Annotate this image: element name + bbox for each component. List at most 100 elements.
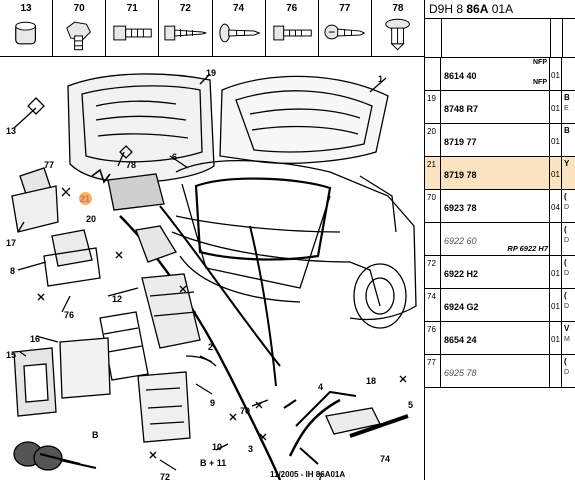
callout-17[interactable]: 17 <box>6 238 17 248</box>
fastener-number: 72 <box>179 3 191 14</box>
part-reference: 8614 40 <box>444 71 477 81</box>
callout-74[interactable]: 74 <box>380 454 391 464</box>
description-subtext: D <box>564 270 570 277</box>
callout-77[interactable]: 77 <box>44 160 55 170</box>
description-cell: ( D <box>562 256 575 288</box>
parts-row[interactable]: 20 8719 77 01 B <box>425 124 575 157</box>
description-subtext: D <box>564 204 570 211</box>
fastener-cell[interactable]: 72 <box>159 0 213 56</box>
callout-76[interactable]: 76 <box>64 310 75 320</box>
parts-row[interactable]: 70 6923 78 04 ( D <box>425 190 575 223</box>
fastener-number: 70 <box>73 3 85 14</box>
parts-row[interactable]: NFP 8614 40 NFP 01 <box>425 58 575 91</box>
reference-cell: 8748 R7 <box>441 91 550 123</box>
description-text: B <box>564 126 570 135</box>
position-cell: 21 <box>425 157 441 189</box>
parts-row-selected[interactable]: 21 8719 78 01 Y <box>425 157 575 190</box>
callout-16[interactable]: 16 <box>30 334 41 344</box>
parts-row[interactable]: 72 6922 H2 01 ( D <box>425 256 575 289</box>
callout-3[interactable]: 3 <box>248 444 254 454</box>
quantity-cell: 01 <box>550 91 562 123</box>
description-subtext: M <box>564 336 570 343</box>
quantity-cell: 01 <box>550 157 562 189</box>
callout-b-11[interactable]: B + 11 <box>200 458 227 468</box>
description-cell: B <box>562 124 575 156</box>
fastener-cell[interactable]: 76 <box>266 0 319 56</box>
callout-12[interactable]: 12 <box>112 294 123 304</box>
header-suffix: 01A <box>491 2 514 16</box>
callout-18[interactable]: 18 <box>366 376 377 386</box>
fastener-strip: 13 70 71 72 <box>0 0 424 57</box>
parts-row[interactable]: 19 8748 R7 01 B E <box>425 91 575 124</box>
callout-13[interactable]: 13 <box>6 126 17 136</box>
callout-b[interactable]: B <box>92 430 99 440</box>
parts-list-panel: D9H 8 86A 01A NFP 8614 40 NFP 01 19 8748… <box>424 0 575 480</box>
callout-5[interactable]: 5 <box>408 400 414 410</box>
callout-20[interactable]: 20 <box>86 214 97 224</box>
description-cell: B E <box>562 91 575 123</box>
callout-10[interactable]: 10 <box>212 442 223 452</box>
callout-4[interactable]: 4 <box>318 382 324 392</box>
panel-spacer <box>425 19 575 58</box>
fastener-cell[interactable]: 13 <box>0 0 54 56</box>
fastener-number: 77 <box>339 3 351 14</box>
highlight-marker <box>79 192 92 205</box>
part-reference: 6924 G2 <box>444 302 479 312</box>
callout-8[interactable]: 8 <box>10 266 16 276</box>
parts-row[interactable]: 76 8654 24 01 V M <box>425 322 575 355</box>
callout-78[interactable]: 78 <box>126 160 137 170</box>
callout-6[interactable]: 6 <box>172 152 178 162</box>
callout-1[interactable]: 1 <box>378 74 384 84</box>
position-cell: 72 <box>425 256 441 288</box>
fastener-number: 76 <box>286 3 298 14</box>
parts-row[interactable]: 6922 60 RP 6922 H7 ( D <box>425 223 575 256</box>
reference-cell: 6924 G2 <box>441 289 550 321</box>
parts-row[interactable]: 74 6924 G2 01 ( D <box>425 289 575 322</box>
screw-icon <box>324 24 366 40</box>
quantity-cell <box>550 223 562 255</box>
screw-icon <box>164 25 207 41</box>
position-cell <box>425 58 441 90</box>
callout-21[interactable]: 21 <box>80 194 91 204</box>
exploded-diagram: 1 19 13 78 6 77 21 20 17 8 12 76 16 15 2… <box>0 56 424 482</box>
description-text: V <box>564 324 570 333</box>
quantity-cell: 01 <box>550 124 562 156</box>
position-cell <box>425 223 441 255</box>
fastener-cell[interactable]: 78 <box>372 0 424 56</box>
quantity-cell: 04 <box>550 190 562 222</box>
position-cell: 19 <box>425 91 441 123</box>
position-cell: 76 <box>425 322 441 354</box>
fastener-cell[interactable]: 77 <box>319 0 372 56</box>
description-subtext: D <box>564 369 570 376</box>
callout-9[interactable]: 9 <box>210 398 216 408</box>
description-text: ( <box>564 225 567 234</box>
description-subtext: D <box>564 303 570 310</box>
part-reference: 8748 R7 <box>444 104 479 114</box>
callout-70[interactable]: 70 <box>240 406 251 416</box>
replacement-reference: RP 6922 H7 <box>507 244 548 253</box>
position-cell: 70 <box>425 190 441 222</box>
callout-2[interactable]: 2 <box>208 342 214 352</box>
parts-row[interactable]: 77 6925 78 ( D <box>425 355 575 388</box>
stud-icon <box>273 25 312 41</box>
description-text: ( <box>564 357 567 366</box>
fastener-cell[interactable]: 70 <box>53 0 107 56</box>
callout-19[interactable]: 19 <box>206 68 217 78</box>
part-reference: 8654 24 <box>444 335 477 345</box>
description-subtext: E <box>564 105 569 112</box>
fastener-cell[interactable]: 74 <box>213 0 266 56</box>
drawing-code: 11/2005 - IH 86A01A <box>270 470 346 479</box>
callout-15[interactable]: 15 <box>6 350 17 360</box>
fastener-number: 74 <box>233 3 245 14</box>
description-cell <box>562 58 575 90</box>
screw-icon <box>218 23 261 43</box>
description-cell: ( D <box>562 355 575 387</box>
callout-72[interactable]: 72 <box>160 472 171 482</box>
part-reference: 6923 78 <box>444 203 477 213</box>
description-text: ( <box>564 192 567 201</box>
callout-7[interactable]: 7 <box>318 472 324 482</box>
description-cell: ( D <box>562 223 575 255</box>
header-prefix: D9H 8 <box>429 2 464 16</box>
position-cell: 20 <box>425 124 441 156</box>
fastener-cell[interactable]: 71 <box>106 0 160 56</box>
